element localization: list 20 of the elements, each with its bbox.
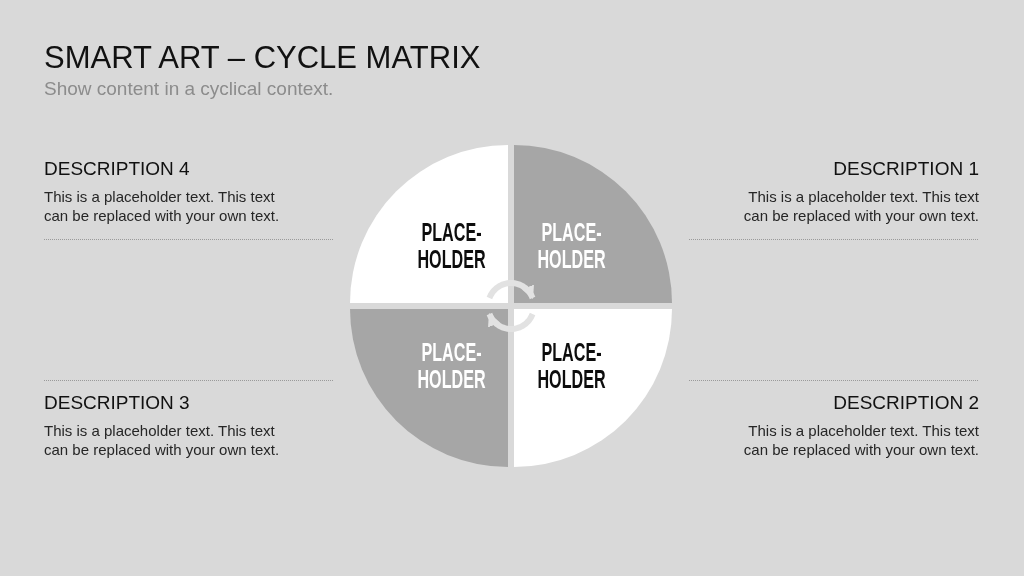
description-heading: DESCRIPTION 2: [833, 392, 979, 414]
cycle-arrow: [486, 312, 536, 332]
quarter-circle-segment: [350, 145, 508, 303]
slide-title: SMART ART – CYCLE MATRIX: [44, 40, 481, 76]
quarter-circle-segment: [514, 145, 672, 303]
quarter-circle-segment: [514, 309, 672, 467]
segment-label: PLACE- HOLDER: [415, 219, 487, 273]
description-heading: DESCRIPTION 1: [833, 158, 979, 180]
description-text: This is a placeholder text. This text can be replaced with your own text.: [742, 422, 979, 459]
description-heading: DESCRIPTION 3: [44, 392, 190, 414]
quarter-circle-segment: [350, 309, 508, 467]
segment-label: PLACE- HOLDER: [535, 219, 607, 273]
description-text: This is a placeholder text. This text can be replaced with your own text.: [44, 188, 281, 225]
slide-subtitle: Show content in a cyclical context.: [44, 78, 334, 100]
description-text: This is a placeholder text. This text can be replaced with your own text.: [44, 422, 281, 459]
description-text: This is a placeholder text. This text can be replaced with your own text.: [742, 188, 979, 225]
description-heading: DESCRIPTION 4: [44, 158, 190, 180]
segment-label: PLACE- HOLDER: [535, 339, 607, 393]
cycle-arrow: [486, 280, 536, 300]
segment-label: PLACE- HOLDER: [415, 339, 487, 393]
